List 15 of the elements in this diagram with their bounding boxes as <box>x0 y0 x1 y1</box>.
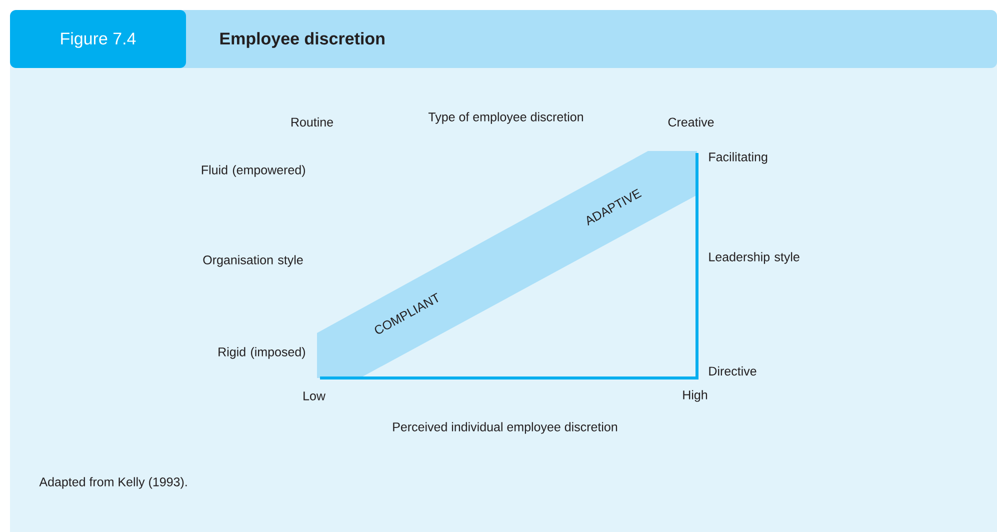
axis-label: High <box>683 390 708 402</box>
axis-label: Facilitating <box>709 152 768 164</box>
figure-tab: Figure 7.4 <box>10 10 186 68</box>
axis-label: Routine <box>291 117 333 127</box>
axis-label: Creative <box>668 117 714 127</box>
axis-label: Fluid (empowered) <box>202 165 305 177</box>
axis-label: Organisation style <box>203 255 303 267</box>
source-note: Adapted from Kelly (1993). <box>39 477 187 489</box>
axis-label: Type of employee discretion <box>428 112 583 124</box>
axis-label: Directive <box>709 366 756 376</box>
figure-title: Employee discretion <box>220 32 384 48</box>
axis-label: Perceived individual employee discretion <box>393 422 618 434</box>
axis-label: Low <box>304 392 326 400</box>
axis-label: Rigid (imposed) <box>218 347 305 359</box>
axis-label: Leadership style <box>709 252 800 264</box>
